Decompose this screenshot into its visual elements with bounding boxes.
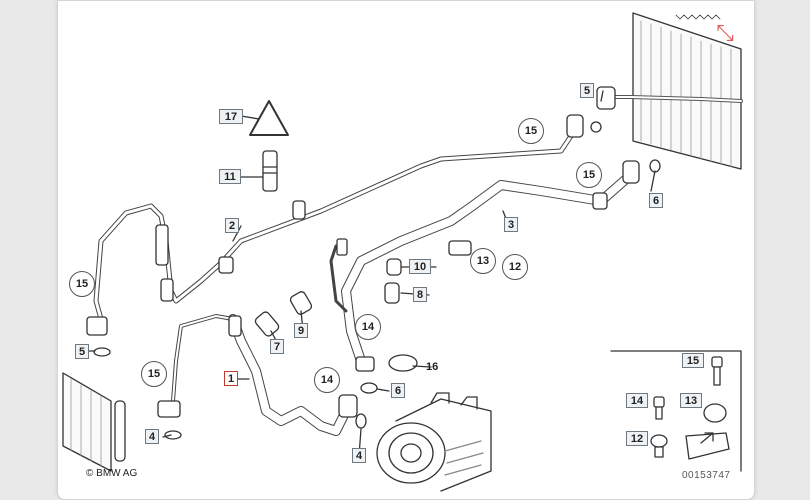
callout-15-b[interactable]: 15	[576, 162, 602, 188]
callout-6-mid[interactable]: 6	[391, 383, 405, 398]
callout-5-left[interactable]: 5	[75, 344, 89, 359]
inset-callout-13[interactable]: 13	[680, 393, 702, 408]
callout-14-b[interactable]: 14	[314, 367, 340, 393]
callout-2[interactable]: 2	[225, 218, 239, 233]
callout-15-c[interactable]: 15	[69, 271, 95, 297]
image-code: 00153747	[682, 470, 731, 481]
callout-16[interactable]: 16	[426, 361, 439, 373]
callout-4-mid[interactable]: 4	[352, 448, 366, 463]
callout-1[interactable]: 1	[224, 371, 238, 386]
callout-13[interactable]: 13	[470, 248, 496, 274]
callout-10[interactable]: 10	[409, 259, 431, 274]
callout-15-a[interactable]: 15	[518, 118, 544, 144]
callout-14-a[interactable]: 14	[355, 314, 381, 340]
callout-17[interactable]: 17	[219, 109, 243, 124]
diagram-panel: ⤡ 17 11 2 3 5 6 15 15 15 15 5 4 13 12 10…	[57, 0, 755, 500]
callout-6-top[interactable]: 6	[649, 193, 663, 208]
callout-7[interactable]: 7	[270, 339, 284, 354]
ac-lines-drawing	[62, 12, 743, 492]
callout-5-top[interactable]: 5	[580, 83, 594, 98]
callout-3[interactable]: 3	[504, 217, 518, 232]
inset-callout-14[interactable]: 14	[626, 393, 648, 408]
callout-4-left[interactable]: 4	[145, 429, 159, 444]
callout-15-d[interactable]: 15	[141, 361, 167, 387]
callout-8[interactable]: 8	[413, 287, 427, 302]
inset-callout-12[interactable]: 12	[626, 431, 648, 446]
copyright: © BMW AG	[86, 468, 138, 479]
callout-12[interactable]: 12	[502, 254, 528, 280]
callout-11[interactable]: 11	[219, 169, 241, 184]
expand-icon[interactable]: ⤡	[716, 20, 734, 45]
inset-callout-15[interactable]: 15	[682, 353, 704, 368]
callout-9[interactable]: 9	[294, 323, 308, 338]
